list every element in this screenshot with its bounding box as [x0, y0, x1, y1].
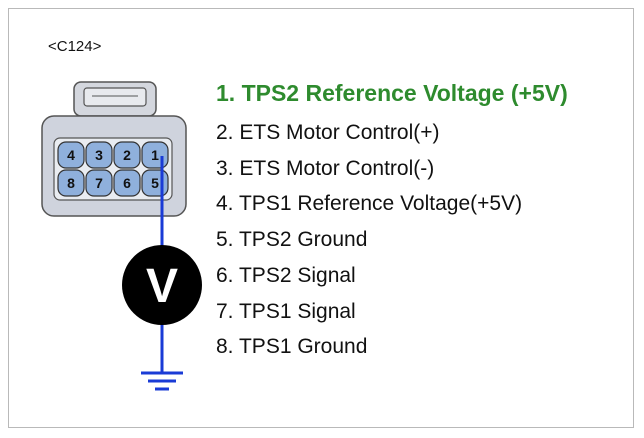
- ground-icon: [141, 371, 183, 391]
- pin-8-number: 8: [67, 175, 75, 191]
- pin-number: 5.: [216, 228, 234, 252]
- connector-latch: [73, 81, 157, 117]
- pin-number: 7.: [216, 299, 234, 323]
- voltmeter-icon: V: [122, 245, 202, 325]
- pin-2-number: 2: [123, 147, 131, 163]
- pin-6: 6: [113, 169, 141, 197]
- pin-number: 3.: [216, 156, 234, 180]
- pin-7: 7: [85, 169, 113, 197]
- pin-function-item-4: 4. TPS1 Reference Voltage(+5V): [216, 186, 596, 222]
- pin-number: 8.: [216, 335, 234, 359]
- pin-5-number: 5: [151, 175, 159, 191]
- pin-function-item-8: 8. TPS1 Ground: [216, 329, 596, 365]
- pin-function-item-1: 1. TPS2 Reference Voltage (+5V): [216, 78, 596, 115]
- pin-4-number: 4: [67, 147, 75, 163]
- pin-function-label: TPS1 Reference Voltage(+5V): [238, 192, 523, 216]
- pin-5: 5: [141, 169, 169, 197]
- pin-function-label: TPS2 Signal: [238, 263, 356, 287]
- pin-function-list: 1. TPS2 Reference Voltage (+5V) 2. ETS M…: [216, 78, 596, 365]
- pin-3: 3: [85, 141, 113, 169]
- pin-6-number: 6: [123, 175, 131, 191]
- pin-function-item-3: 3. ETS Motor Control(-): [216, 151, 596, 187]
- pin-2: 2: [113, 141, 141, 169]
- diagram-frame: [8, 8, 634, 428]
- pin-function-label: TPS2 Ground: [238, 228, 368, 252]
- pin-function-label: TPS1 Ground: [238, 335, 368, 359]
- pin-function-item-5: 5. TPS2 Ground: [216, 222, 596, 258]
- connector-id-label: <C124>: [48, 38, 102, 55]
- pin-function-item-2: 2. ETS Motor Control(+): [216, 115, 596, 151]
- pin-number: 4.: [216, 192, 234, 216]
- pin-number: 1.: [216, 80, 236, 106]
- pin-4: 4: [57, 141, 85, 169]
- pin-function-label: TPS2 Reference Voltage (+5V): [241, 80, 568, 106]
- pin-function-label: TPS1 Signal: [238, 299, 356, 323]
- pin-function-label: ETS Motor Control(+): [239, 121, 440, 144]
- pin-function-label: ETS Motor Control(-): [239, 156, 435, 180]
- pin-function-item-7: 7. TPS1 Signal: [216, 294, 596, 330]
- pin-number: 2.: [216, 121, 234, 144]
- pin-3-number: 3: [95, 147, 103, 163]
- pin-8: 8: [57, 169, 85, 197]
- pin-7-number: 7: [95, 175, 103, 191]
- pin-function-item-6: 6. TPS2 Signal: [216, 258, 596, 294]
- pin-1: 1: [141, 141, 169, 169]
- pin-number: 6.: [216, 263, 234, 287]
- voltmeter-symbol: V: [146, 260, 178, 313]
- pin-1-number: 1: [151, 147, 159, 163]
